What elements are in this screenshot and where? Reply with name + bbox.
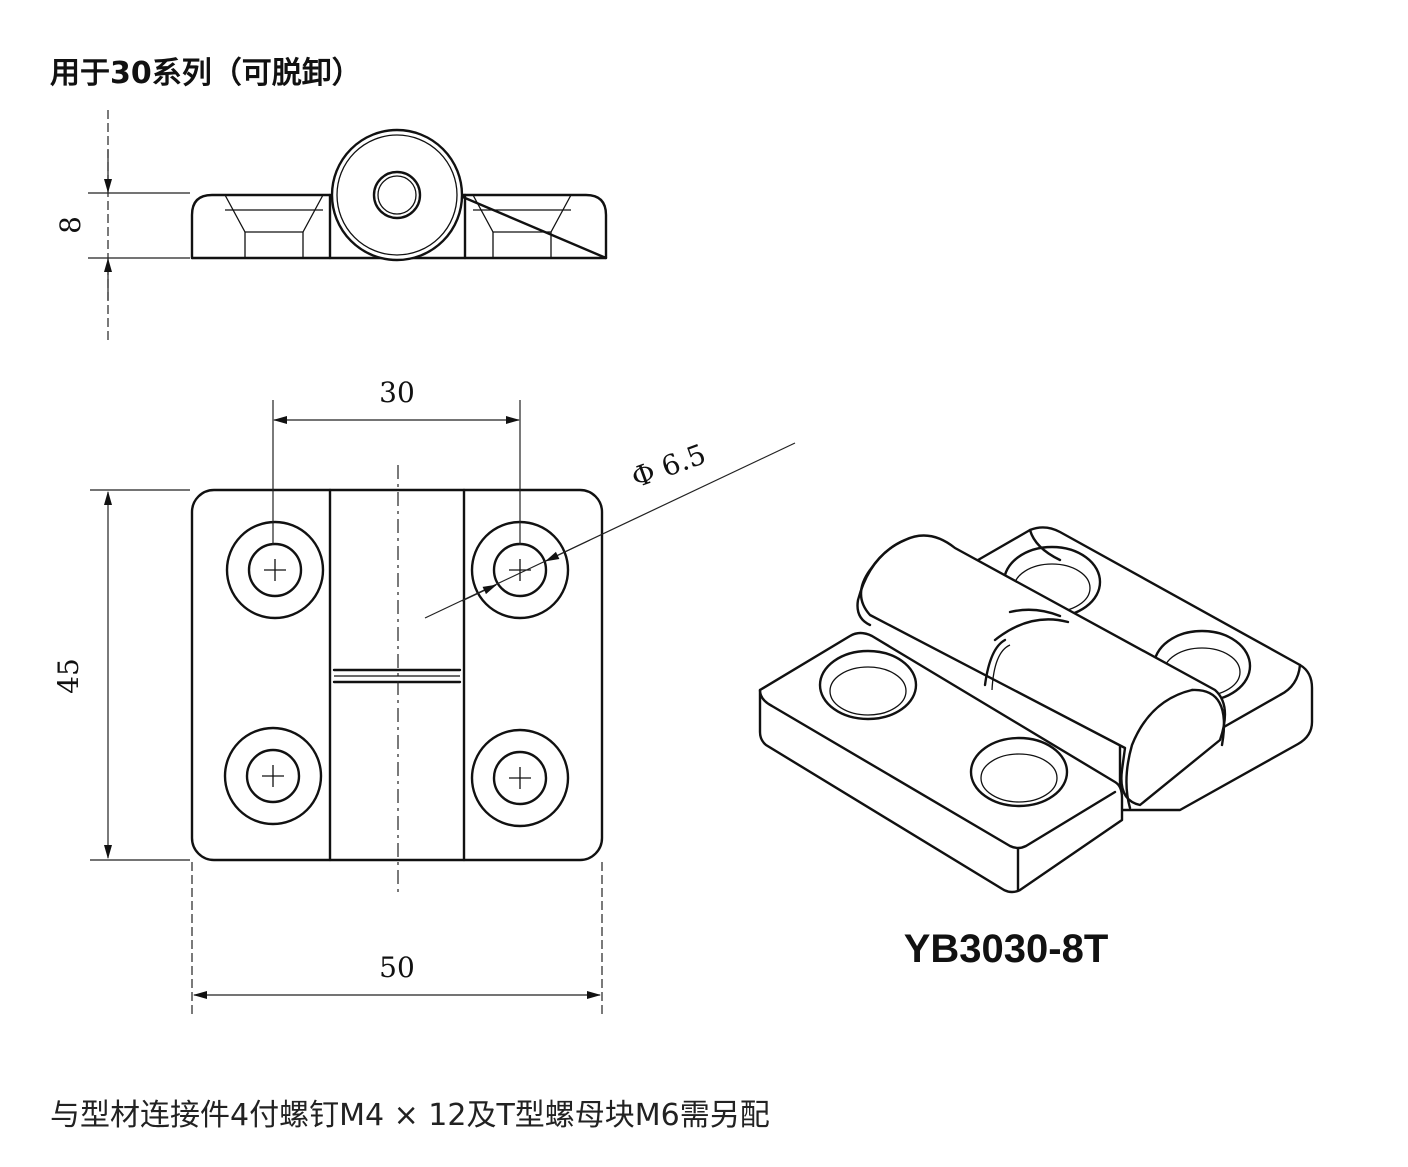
- top-view: 30 Φ 6.5 45 50: [52, 376, 796, 1015]
- dim-hole-diameter-label: Φ 6.5: [627, 437, 710, 494]
- footnote-text: 与型材连接件4付螺钉M4 × 12及T型螺母块M6需另配: [50, 1098, 770, 1133]
- dim-length-label: 45: [52, 658, 85, 694]
- model-label: YB3030-8T: [904, 927, 1109, 971]
- dim-hole-spacing-label: 30: [379, 376, 415, 409]
- page-title: 用于30系列（可脱卸）: [50, 56, 362, 91]
- hole-bottom-right: [470, 728, 570, 828]
- side-view: 8: [54, 110, 608, 340]
- dim-width-label: 50: [379, 951, 415, 984]
- hole-bottom-left: [223, 726, 323, 826]
- hole-top-left: [225, 520, 325, 620]
- isometric-view: YB3030-8T: [758, 526, 1314, 971]
- dim-height-label: 8: [54, 216, 87, 234]
